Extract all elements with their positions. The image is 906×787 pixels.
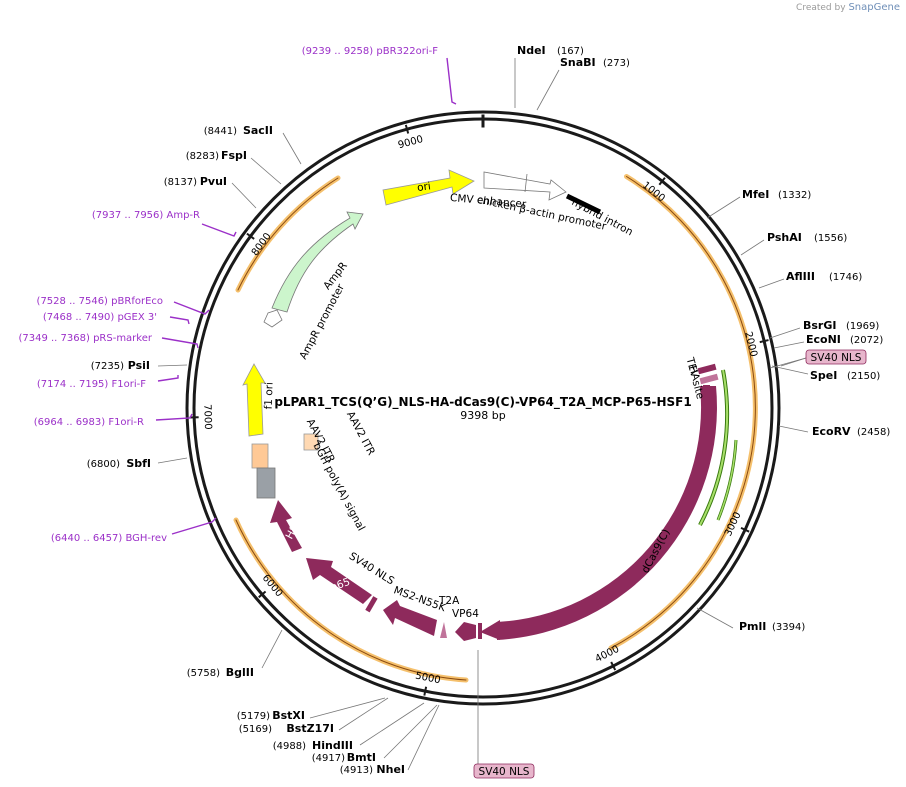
sv40-nls-bottom-box: SV40 NLS — [473, 763, 535, 779]
label-vp64: VP64 — [452, 608, 479, 620]
primer-amp-r: (7937 .. 7956) Amp-R — [92, 210, 200, 221]
label-ori: ori — [416, 180, 431, 194]
primer-pbrforeco: (7528 .. 7546) pBRforEco — [37, 296, 163, 307]
tick-label-3000: 3000 — [723, 510, 744, 538]
site-mfei-name: MfeI — [742, 188, 769, 201]
label-bgh: bGH poly(A) signal — [310, 441, 367, 533]
watermark-created-by: Created by — [796, 3, 846, 13]
sv40-nls-bottom-label: SV40 NLS — [479, 766, 530, 778]
snapgene-watermark: Created by SnapGene — [796, 2, 900, 13]
tick-label-4000: 4000 — [593, 644, 621, 665]
site-leaders — [157, 58, 809, 771]
primer-labels: (9239 .. 9258) pBR322ori-F (7937 .. 7956… — [18, 46, 438, 544]
site-afliii-pos: (1746) — [829, 272, 862, 283]
site-psii-name: PsiI — [128, 359, 150, 372]
green-arrows — [698, 369, 738, 526]
site-pshai-pos: (1556) — [814, 233, 847, 244]
tick-mark-5000 — [423, 686, 428, 696]
site-hindiii-pos: (4988) — [273, 741, 306, 752]
site-bstz17i-name: BstZ17I — [286, 722, 334, 735]
tick-label-7000: 7000 — [201, 404, 213, 430]
site-bgli-pos: (5758) — [187, 668, 220, 679]
primer-f1ori-f: (7174 .. 7195) F1ori-F — [37, 379, 146, 390]
tick-label-2000: 2000 — [742, 331, 759, 358]
site-fspi-pos: (8283) — [186, 151, 219, 162]
tick-label-9000: 9000 — [397, 134, 424, 151]
ampr-arrows — [263, 211, 364, 328]
plasmid-name: pLPAR1_TCS(Q’G)_NLS-HA-dCas9(C)-VP64_T2A… — [274, 395, 691, 410]
label-aav2-itr-2: AAV2 ITR — [344, 409, 377, 457]
sv40-nls-top-box: SV40 NLS — [805, 349, 867, 365]
site-bmti-name: BmtI — [347, 751, 376, 764]
label-f1-ori: f1 ori — [263, 382, 276, 410]
site-snabi-name: SnaBI — [560, 56, 596, 69]
site-econi-pos: (2072) — [850, 335, 883, 346]
label-ha: HA — [686, 364, 702, 382]
tick-mark-9000 — [404, 124, 410, 134]
restriction-site-labels: NdeI (167) SnaBI (273) MfeI (1332) PshAI… — [87, 44, 891, 776]
site-bsrgi-name: BsrGI — [803, 319, 836, 332]
label-t2a: T2A — [438, 595, 460, 607]
site-ndei-pos: (167) — [557, 46, 584, 57]
primer-pgex3: (7468 .. 7490) pGEX 3' — [43, 312, 157, 323]
tick-mark-3000 — [740, 526, 750, 533]
label-amp-promoter: AmpR promoter — [297, 282, 347, 362]
label-dcas9: dCas9(C) — [639, 527, 672, 575]
site-bstxi-name: BstXI — [272, 709, 305, 722]
label-sv40-nls: SV40 NLS — [347, 550, 397, 587]
site-spei-pos: (2150) — [847, 371, 880, 382]
lower-orfs — [270, 500, 482, 641]
site-bmti-pos: (4917) — [312, 753, 345, 764]
site-sbfi-pos: (6800) — [87, 459, 120, 470]
site-ecorv-name: EcoRV — [812, 425, 851, 438]
site-pmli-pos: (3394) — [772, 622, 805, 633]
site-sbfi-name: SbfI — [126, 457, 151, 470]
primer-pbr322ori-f: (9239 .. 9258) pBR322ori-F — [302, 46, 438, 57]
site-hindiii-name: HindIII — [312, 739, 353, 752]
plasmid-size: 9398 bp — [460, 409, 505, 422]
plasmid-title-block: pLPAR1_TCS(Q’G)_NLS-HA-dCas9(C)-VP64_T2A… — [274, 395, 691, 422]
dcas9-arrow — [480, 363, 719, 640]
tick-mark-8000 — [246, 232, 255, 240]
site-afliii-name: AflIII — [786, 270, 815, 283]
watermark-brand: SnapGene — [848, 2, 900, 13]
site-ndei-name: NdeI — [517, 44, 546, 57]
ori-cmv-arrows — [382, 169, 602, 215]
sv40-nls-top-label: SV40 NLS — [811, 352, 862, 364]
tick-mark-2000 — [759, 339, 769, 344]
site-pvui-name: PvuI — [200, 175, 227, 188]
tick-marks — [189, 114, 769, 696]
site-econi-name: EcoNI — [806, 333, 841, 346]
site-pvui-pos: (8137) — [164, 177, 197, 188]
site-bgli-name: BglII — [226, 666, 254, 679]
site-nhei-pos: (4913) — [340, 765, 373, 776]
itr-bgh-boxes — [251, 433, 319, 499]
primer-prs-marker: (7349 .. 7368) pRS-marker — [18, 333, 152, 344]
primer-bgh-rev: (6440 .. 6457) BGH-rev — [51, 533, 167, 544]
site-nhei-name: NheI — [376, 763, 405, 776]
site-sacii-name: SacII — [243, 124, 273, 137]
tick-mark-4000 — [610, 661, 617, 671]
orange-arcs — [233, 174, 758, 683]
tick-mark-6000 — [258, 590, 267, 599]
site-snabi-pos: (273) — [603, 58, 630, 69]
primer-f1ori-r: (6964 .. 6983) F1ori-R — [34, 417, 144, 428]
site-sacii-pos: (8441) — [204, 126, 237, 137]
site-pmli-name: PmlI — [739, 620, 766, 633]
primer-marks — [155, 57, 457, 535]
tick-label-5000: 5000 — [414, 670, 441, 686]
site-bstz17i-pos: (5169) — [239, 724, 272, 735]
site-fspi-name: FspI — [221, 149, 247, 162]
site-spei-name: SpeI — [810, 369, 837, 382]
site-bsrgi-pos: (1969) — [846, 321, 879, 332]
site-bstxi-pos: (5179) — [237, 711, 270, 722]
site-pshai-name: PshAI — [767, 231, 802, 244]
tick-label-8000: 8000 — [250, 231, 274, 258]
f1-ori-arrow — [242, 363, 266, 437]
site-ecorv-pos: (2458) — [857, 427, 890, 438]
site-psii-pos: (7235) — [91, 361, 124, 372]
site-mfei-pos: (1332) — [778, 190, 811, 201]
tick-mark-1000 — [658, 177, 666, 186]
